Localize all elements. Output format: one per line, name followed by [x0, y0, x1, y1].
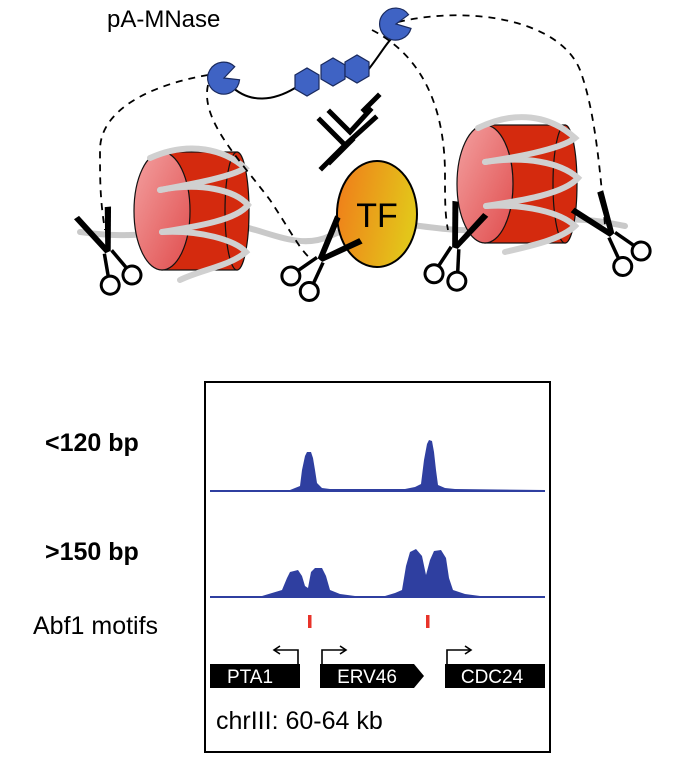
nucleosome-right [456, 114, 583, 255]
mnase-enzyme-right [376, 5, 414, 44]
transcription-factor: TF [336, 160, 418, 268]
track-label-abf1-motifs: Abf1 motifs [33, 612, 158, 640]
gene-label: PTA1 [227, 667, 273, 688]
pa-mnase-title: pA-MNase [107, 6, 220, 33]
genomic-region-label: chrIII: 60-64 kb [216, 707, 383, 735]
pa-mnase-complex [202, 5, 414, 100]
antibody-icon [316, 92, 382, 172]
gene-label: ERV46 [337, 667, 397, 688]
abf1-motif-mark [308, 615, 312, 628]
tss-arrows [272, 645, 473, 665]
tf-label: TF [356, 197, 398, 235]
gene-label: CDC24 [461, 667, 524, 688]
gene-erv46: ERV46 [320, 664, 424, 688]
coverage-track-long [210, 549, 545, 598]
track-label-short-fragments: <120 bp [45, 429, 139, 457]
mnase-enzyme-left [202, 57, 244, 100]
gene-cdc24: CDC24 [445, 664, 545, 688]
nucleosome-left [133, 145, 252, 283]
abf1-motif-mark [426, 615, 430, 628]
genome-browser-panel [204, 381, 551, 753]
gene-pta1: PTA1 [210, 664, 300, 688]
tether-lines [99, 14, 606, 259]
scissors-icon [565, 184, 657, 281]
track-label-long-fragments: >150 bp [45, 538, 139, 566]
